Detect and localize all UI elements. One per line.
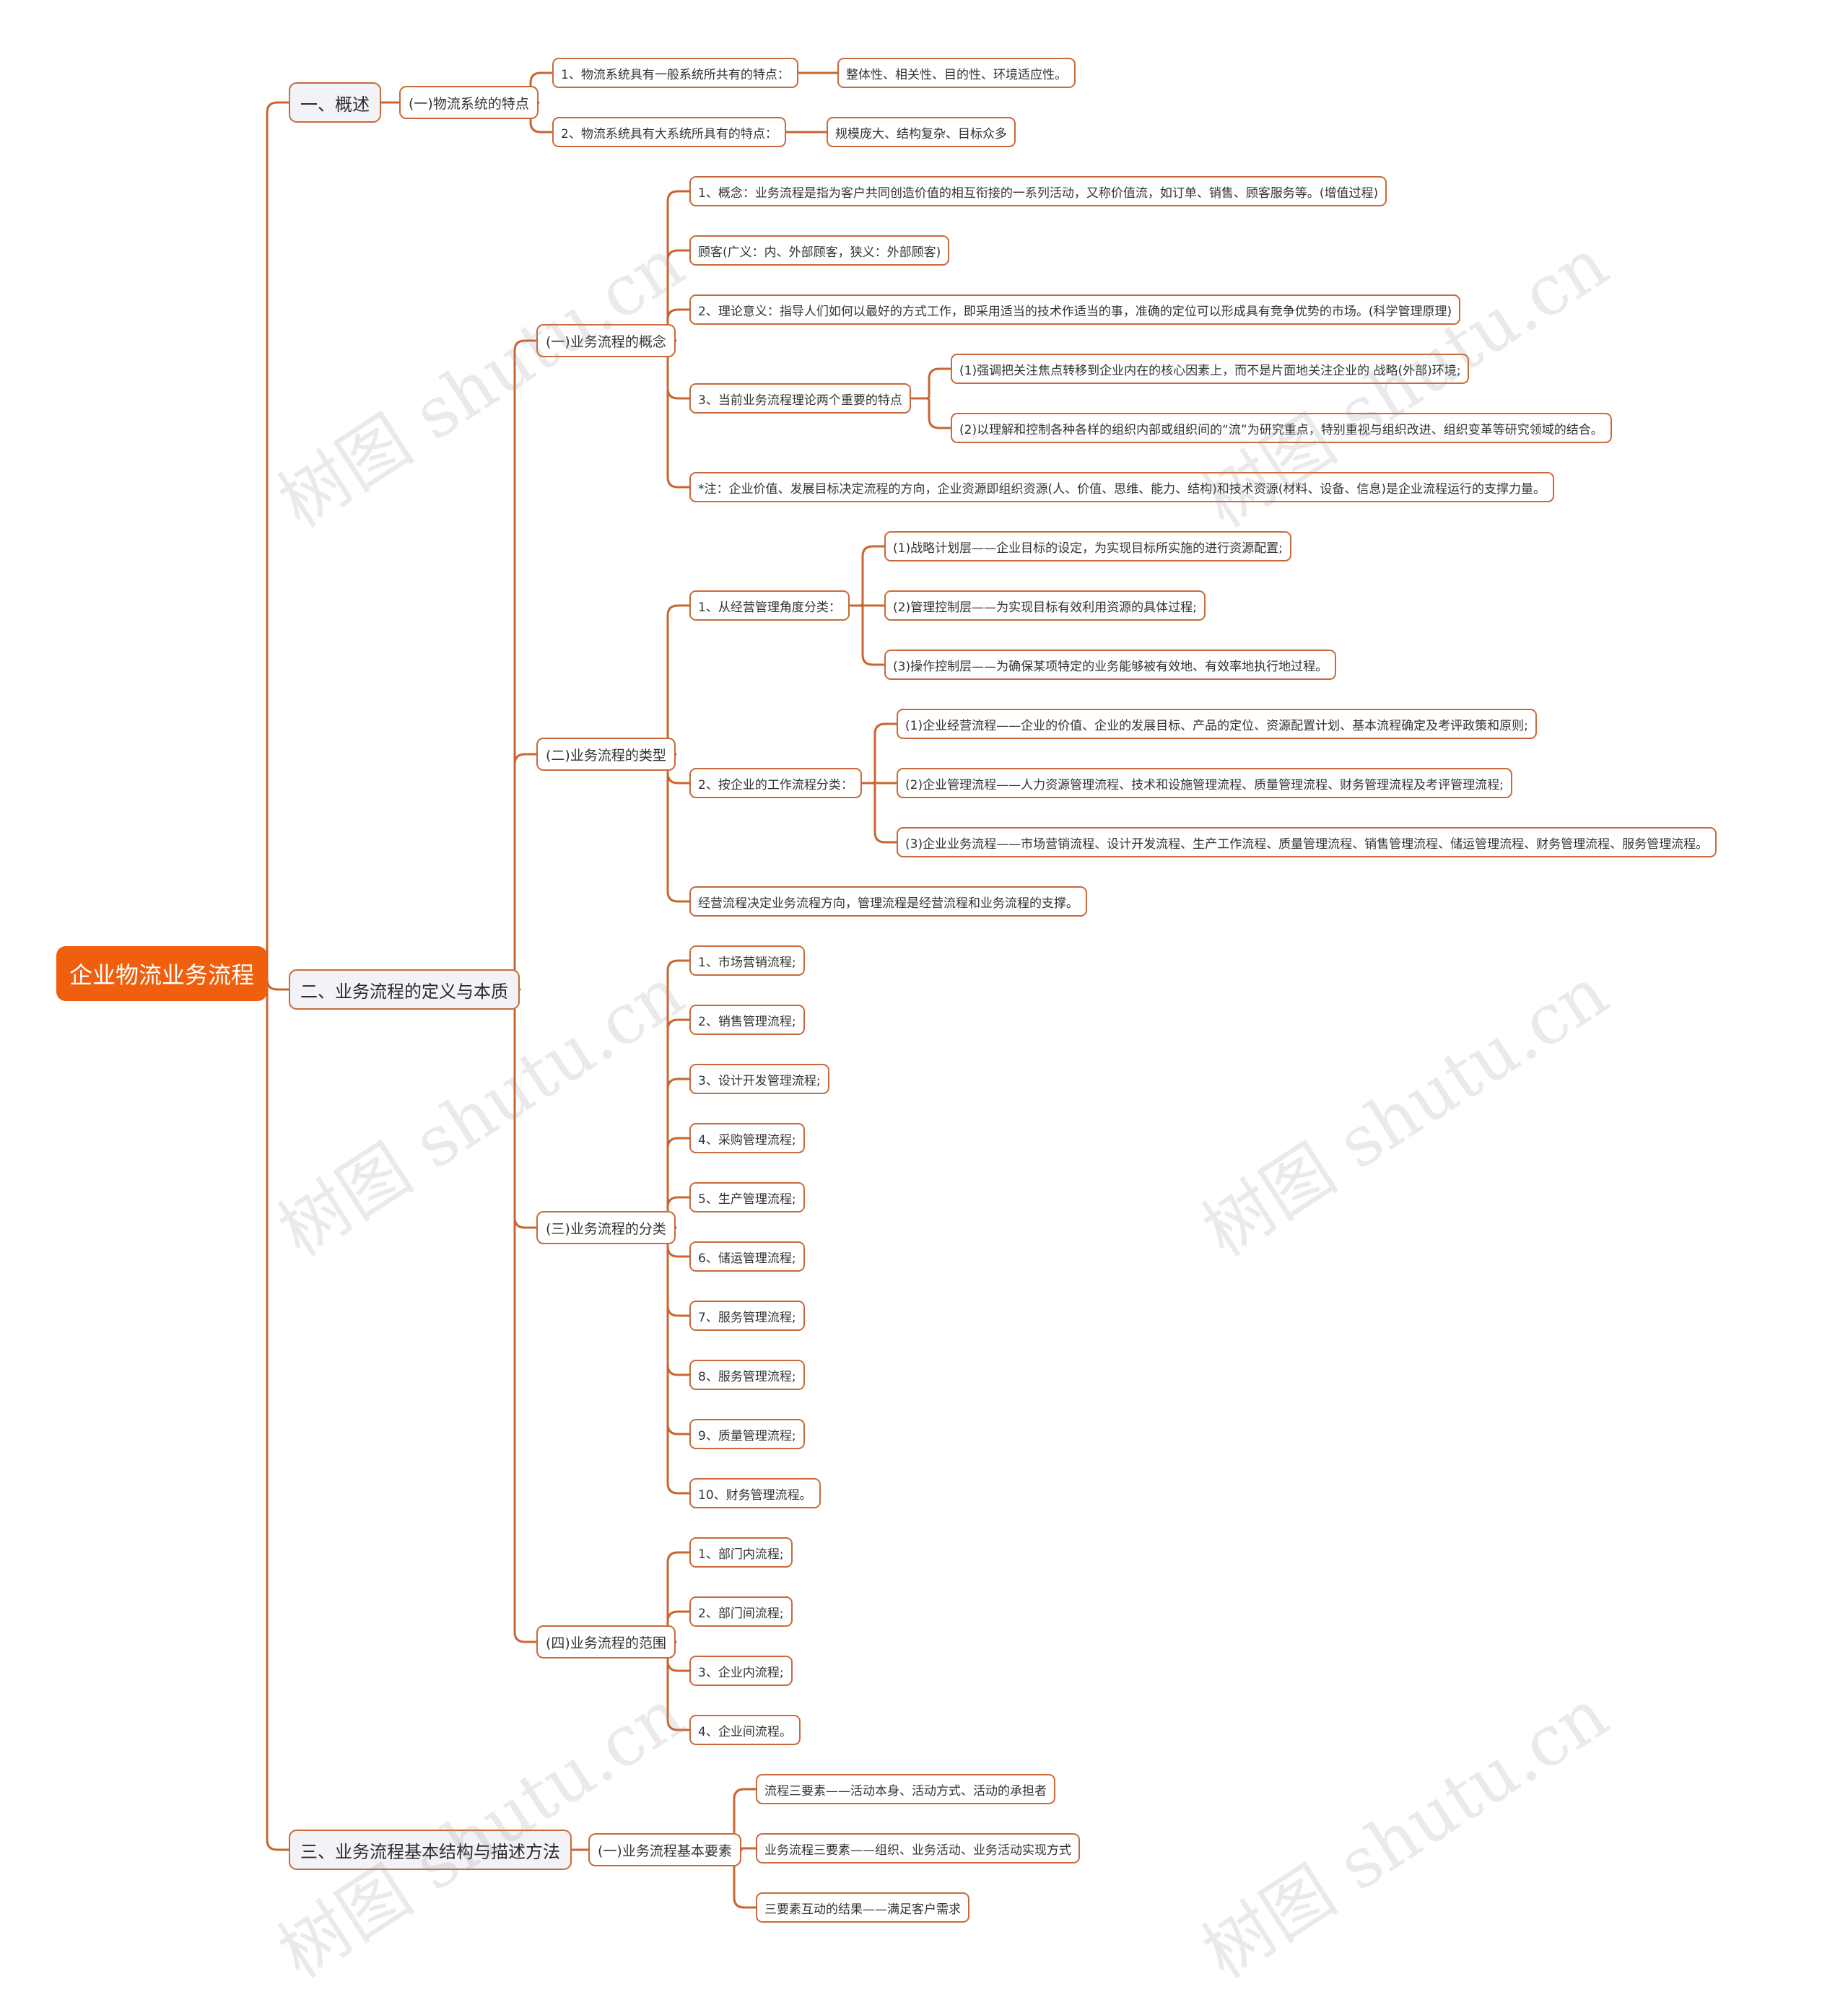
connector-line xyxy=(663,604,691,756)
types-summary[interactable]: 经营流程决定业务流程方向，管理流程是经营流程和业务流程的支撑。 xyxy=(689,886,1087,917)
connector-line xyxy=(663,1137,691,1229)
types-workflow[interactable]: 2、按企业的工作流程分类： xyxy=(689,768,862,798)
connector-line xyxy=(848,545,886,607)
connector-line xyxy=(663,249,691,342)
connector-line xyxy=(730,1848,757,1909)
connector-line xyxy=(663,1551,691,1643)
element-item[interactable]: 三要素互动的结果——满足客户需求 xyxy=(756,1892,969,1923)
section-overview[interactable]: 一、概述 xyxy=(289,82,381,123)
class-item[interactable]: 9、质量管理流程; xyxy=(689,1419,805,1449)
concept-note[interactable]: *注：企业价值、发展目标决定流程的方向，企业资源即组织资源(人、价值、思维、能力… xyxy=(689,472,1555,502)
two-features-a[interactable]: (1)强调把关注焦点转移到企业内在的核心因素上，而不是片面地关注企业的 战略(外… xyxy=(951,354,1470,384)
class-item[interactable]: 4、采购管理流程; xyxy=(689,1123,805,1153)
class-item[interactable]: 10、财务管理流程。 xyxy=(689,1478,821,1508)
scope-item[interactable]: 2、部门间流程; xyxy=(689,1596,793,1627)
class-item[interactable]: 8、服务管理流程; xyxy=(689,1360,805,1390)
concept-customer[interactable]: 顾客(广义：内、外部顾客，狭义：外部顾客) xyxy=(689,235,950,266)
concept-theory[interactable]: 2、理论意义：指导人们如何以最好的方式工作，即采用适当的技术作适当的事，准确的定… xyxy=(689,294,1461,325)
section-structure[interactable]: 三、业务流程基本结构与描述方法 xyxy=(289,1830,572,1870)
topic-logistics-features[interactable]: (一)物流系统的特点 xyxy=(399,86,539,119)
types-management-angle[interactable]: 1、从经营管理角度分类： xyxy=(689,590,850,621)
topic-classification[interactable]: (三)业务流程的分类 xyxy=(536,1211,676,1244)
connector-line xyxy=(510,988,538,1643)
topic-types[interactable]: (二)业务流程的类型 xyxy=(536,738,676,771)
two-features-b[interactable]: (2)以理解和控制各种各样的组织内部或组织间的“流”为研究重点，特别重视与组织改… xyxy=(951,413,1612,443)
feature-general-detail[interactable]: 整体性、相关性、目的性、环境适应性。 xyxy=(837,58,1076,88)
connector-line xyxy=(510,753,538,991)
type-control[interactable]: (2)管理控制层——为实现目标有效利用资源的具体过程; xyxy=(884,590,1206,621)
type-business-operation[interactable]: (1)企业经营流程——企业的价值、企业的发展目标、产品的定位、资源配置计划、基本… xyxy=(897,709,1537,739)
topic-elements[interactable]: (一)业务流程基本要素 xyxy=(588,1833,741,1866)
topic-concept[interactable]: (一)业务流程的概念 xyxy=(536,324,676,357)
feature-large-detail[interactable]: 规模庞大、结构复杂、目标众多 xyxy=(827,117,1016,147)
class-item[interactable]: 7、服务管理流程; xyxy=(689,1301,805,1331)
concept-two-features[interactable]: 3、当前业务流程理论两个重要的特点 xyxy=(689,383,911,414)
class-item[interactable]: 2、销售管理流程; xyxy=(689,1005,805,1035)
feature-general-system[interactable]: 1、物流系统具有一般系统所共有的特点： xyxy=(552,58,798,88)
type-strategic[interactable]: (1)战略计划层——企业目标的设定，为实现目标所实施的进行资源配置; xyxy=(884,531,1291,561)
connector-line xyxy=(263,101,290,975)
scope-item[interactable]: 1、部门内流程; xyxy=(689,1537,793,1568)
type-business-process[interactable]: (3)企业业务流程——市场营销流程、设计开发流程、生产工作流程、质量管理流程、销… xyxy=(897,827,1717,857)
element-item[interactable]: 业务流程三要素——组织、业务活动、业务活动实现方式 xyxy=(756,1833,1080,1863)
class-item[interactable]: 3、设计开发管理流程; xyxy=(689,1064,829,1094)
element-item[interactable]: 流程三要素——活动本身、活动方式、活动的承担者 xyxy=(756,1774,1055,1804)
class-item[interactable]: 5、生产管理流程; xyxy=(689,1182,805,1212)
scope-item[interactable]: 3、企业内流程; xyxy=(689,1656,793,1686)
root-topic[interactable]: 企业物流业务流程 xyxy=(56,946,268,1001)
connector-line xyxy=(663,753,691,903)
connector-line xyxy=(860,782,898,844)
topic-scope[interactable]: (四)业务流程的范围 xyxy=(536,1625,676,1659)
type-business-management[interactable]: (2)企业管理流程——人力资源管理流程、技术和设施管理流程、质量管理流程、财务管… xyxy=(897,768,1512,798)
connector-line xyxy=(663,1226,691,1495)
scope-item[interactable]: 4、企业间流程。 xyxy=(689,1715,801,1745)
connector-line xyxy=(910,367,952,400)
connector-line xyxy=(860,722,898,785)
feature-large-system[interactable]: 2、物流系统具有大系统所具有的特点： xyxy=(552,117,786,147)
connector-line xyxy=(910,397,952,429)
section-definition[interactable]: 二、业务流程的定义与本质 xyxy=(289,969,520,1010)
connector-line xyxy=(663,339,691,489)
connector-line xyxy=(263,972,290,1851)
type-operation[interactable]: (3)操作控制层——为确保某项特定的业务能够被有效地、有效率地执行地过程。 xyxy=(884,650,1337,680)
connector-line xyxy=(663,1640,691,1731)
class-item[interactable]: 1、市场营销流程; xyxy=(689,945,805,976)
concept-definition[interactable]: 1、概念：业务流程是指为客户共同创造价值的相互衔接的一系列活动，又称价值流，如订… xyxy=(689,176,1387,206)
connector-line xyxy=(730,1788,757,1851)
class-item[interactable]: 6、储运管理流程; xyxy=(689,1241,805,1272)
connector-line xyxy=(848,604,886,666)
